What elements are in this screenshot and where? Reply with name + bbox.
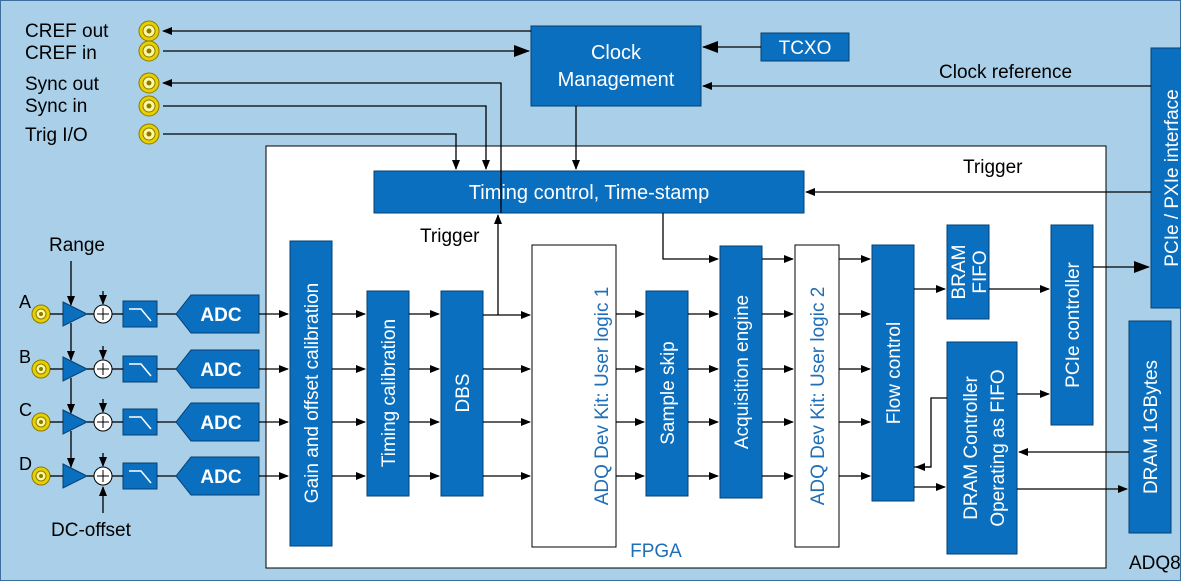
pcie-controller-block	[1050, 224, 1094, 426]
amplifier-icon	[62, 356, 89, 382]
cref-out-label: CREF out	[25, 21, 109, 42]
dram-block	[1128, 320, 1172, 534]
gain-offset-label: Gain and offset calibration	[302, 283, 323, 503]
amplifier-icon	[62, 463, 89, 489]
range-label: Range	[49, 235, 105, 256]
control-arrows	[50, 261, 176, 513]
user-logic-1-block	[531, 244, 617, 548]
fpga-label: FPGA	[630, 541, 682, 562]
clock-lines	[162, 27, 1151, 315]
channel-d: D ADC	[19, 454, 260, 496]
acquisition-engine-block	[719, 245, 763, 499]
pcie-interface-label: PCIe / PXIe interface	[1162, 89, 1181, 266]
clock-reference-label: Clock reference	[939, 62, 1072, 83]
filter-icon	[122, 355, 158, 383]
board-label: ADQ8	[1129, 553, 1181, 574]
acquisition-engine-label: Acquisition engine	[732, 295, 753, 449]
bram-fifo-label-1: BRAM	[949, 245, 970, 300]
sample-skip-block	[645, 290, 689, 497]
amplifier-icon	[62, 301, 89, 327]
sync-out-label: Sync out	[25, 74, 100, 95]
data-path-arrows	[259, 255, 1150, 493]
timing-control-label: Timing control, Time-stamp	[469, 182, 709, 204]
sample-skip-label: Sample skip	[658, 341, 679, 445]
channel-c: C ADC	[19, 400, 260, 442]
tcxo-block	[760, 32, 850, 62]
user-logic-2-label: ADQ Dev Kit: User logic 2	[808, 287, 829, 506]
dram-controller-label-2: Operating as FIFO	[988, 369, 1009, 526]
pcie-interface-block	[1150, 47, 1181, 309]
adc-label: ADC	[200, 305, 241, 326]
dbs-label: DBS	[453, 373, 474, 412]
cref-in-label: CREF in	[25, 43, 97, 64]
gain-offset-block	[289, 240, 333, 547]
timing-calibration-block	[366, 290, 410, 497]
channel-d-label: D	[19, 454, 32, 474]
user-logic-2-block	[794, 244, 840, 548]
clock-management-label-2: Management	[558, 69, 675, 91]
filter-icon	[122, 462, 158, 490]
timing-control-block	[373, 170, 805, 214]
bram-fifo-label-2: FIFO	[970, 250, 991, 293]
channel-a-label: A	[19, 292, 31, 312]
sync-in-label: Sync in	[25, 96, 87, 117]
trigger-left-label: Trigger	[420, 226, 480, 247]
bram-fifo-block	[946, 224, 990, 320]
filter-icon	[122, 300, 158, 328]
channel-b-label: B	[19, 347, 31, 367]
channel-a: A ADC	[19, 292, 260, 334]
dram-controller-label-1: DRAM Controller	[961, 376, 982, 520]
clock-management-label-1: Clock	[591, 42, 642, 64]
flow-control-label: Flow control	[884, 322, 905, 424]
filter-icon	[122, 408, 158, 436]
adc-label: ADC	[200, 360, 241, 381]
dbs-block	[440, 290, 484, 497]
amplifier-icon	[62, 409, 89, 435]
dram-controller-block	[946, 341, 1018, 555]
adc-label: ADC	[200, 413, 241, 434]
analog-channels: A ADC B ADC C	[19, 292, 260, 496]
trig-io-label: Trig I/O	[25, 125, 88, 146]
channel-c-label: C	[19, 400, 32, 420]
clock-management-block	[530, 25, 702, 107]
flow-control-block	[871, 244, 915, 502]
trigger-top-label: Trigger	[963, 157, 1023, 178]
dram-label: DRAM 1GBytes	[1141, 360, 1162, 494]
connector-icons	[138, 20, 160, 145]
user-logic-1-label: ADQ Dev Kit: User logic 1	[592, 287, 613, 506]
timing-calibration-label: Timing calibration	[379, 319, 400, 467]
adc-label: ADC	[200, 467, 241, 488]
dc-offset-label: DC-offset	[51, 520, 132, 541]
pcie-controller-label: PCIe controller	[1063, 262, 1084, 388]
channel-b: B ADC	[19, 347, 260, 389]
tcxo-label: TCXO	[779, 38, 832, 59]
